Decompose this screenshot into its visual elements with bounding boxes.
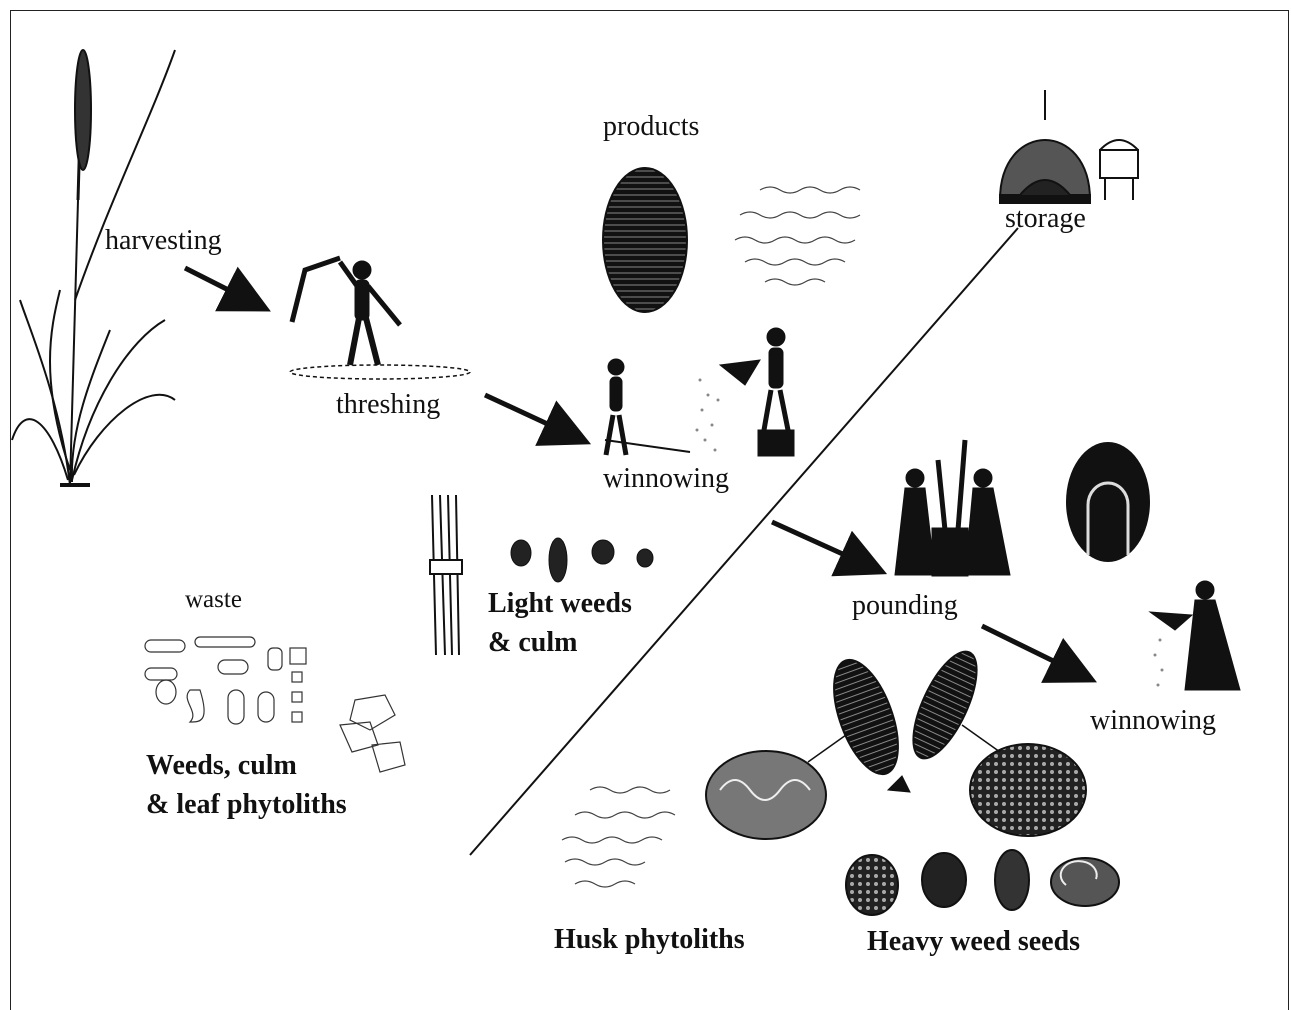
label-husk-phytoliths: Husk phytoliths <box>554 924 745 955</box>
label-pounding: pounding <box>852 590 958 621</box>
winnowing-figures-icon <box>603 327 795 457</box>
pounding-figures-icon <box>894 439 1011 577</box>
arrow-winnowing-to-pounding <box>770 519 888 577</box>
label-weeds-culm: Weeds, culm <box>146 750 297 781</box>
grain-product-icon <box>602 167 688 313</box>
thresher-figure-icon <box>289 255 471 380</box>
millet-plant-icon <box>11 49 176 487</box>
label-waste: waste <box>185 586 242 613</box>
husk-phytolith-sketch-icon <box>734 186 861 286</box>
label-products: products <box>603 111 700 142</box>
arrow-harvesting-to-threshing <box>183 265 271 312</box>
winnowing-woman-icon <box>1148 580 1241 691</box>
label-winnowing-first: winnowing <box>603 463 729 494</box>
light-weed-seeds-icon <box>510 537 654 583</box>
storage-granary-icon <box>998 90 1139 204</box>
arrow-pounding-to-winnowing <box>980 623 1097 683</box>
label-winnowing-second: winnowing <box>1090 705 1216 736</box>
arrow-threshing-to-winnowing <box>483 392 592 446</box>
husk-phytolith-lower-sketch-icon <box>561 786 676 888</box>
crop-processing-diagram <box>11 49 1241 916</box>
weed-leaf-phytoliths-icon <box>144 636 406 773</box>
label-storage: storage <box>1005 203 1086 234</box>
label-threshing: threshing <box>336 389 441 420</box>
label-and-culm: & culm <box>488 627 578 658</box>
figure-frame <box>10 10 1289 1010</box>
divider-line <box>469 227 1019 856</box>
label-leaf-phytoliths: & leaf phytoliths <box>146 789 347 820</box>
culm-bundle-icon <box>429 494 463 656</box>
label-light-weeds: Light weeds <box>488 588 632 619</box>
heavy-weed-seeds-icon <box>845 849 1120 916</box>
label-heavy-weed-seeds: Heavy weed seeds <box>867 926 1081 957</box>
label-harvesting: harvesting <box>105 225 222 256</box>
husk-sem-images-icon <box>705 650 1087 840</box>
dehusked-grain-icon <box>1066 442 1150 562</box>
